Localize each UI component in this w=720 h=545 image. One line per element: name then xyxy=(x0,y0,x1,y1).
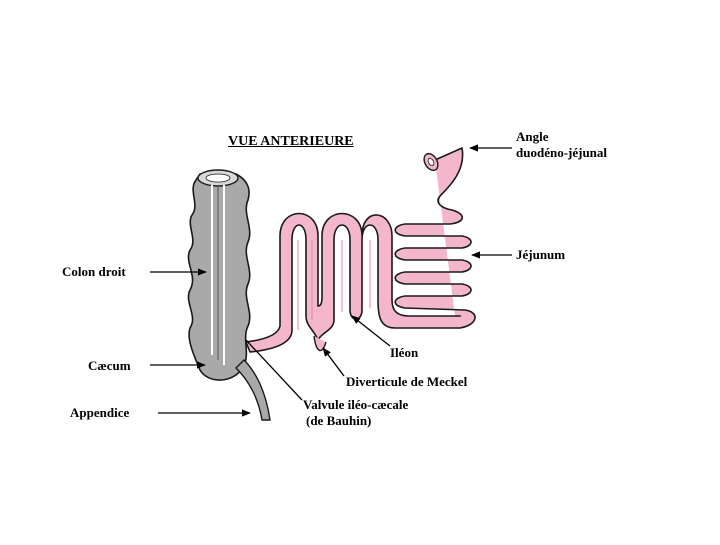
label-jejunum: Jéjunum xyxy=(516,247,566,262)
colon xyxy=(187,169,271,421)
label-ileon: Iléon xyxy=(390,345,419,360)
appendix xyxy=(235,359,271,421)
label-colon-droit: Colon droit xyxy=(62,264,126,279)
label-appendice: Appendice xyxy=(70,405,130,420)
leader-lines xyxy=(150,144,512,417)
diagram-title: VUE ANTERIEURE xyxy=(228,134,354,149)
meckel-diverticulum xyxy=(313,335,327,352)
label-valvule-line1: Valvule iléo-cæcale xyxy=(303,397,409,412)
label-angle-line1: Angle xyxy=(516,129,549,144)
label-diverticule: Diverticule de Meckel xyxy=(346,374,468,389)
arrow-diverticule xyxy=(322,347,345,377)
label-valvule-line2: (de Bauhin) xyxy=(306,413,372,428)
label-angle-line2: duodéno-jéjunal xyxy=(516,145,608,160)
label-caecum: Cæcum xyxy=(88,358,131,373)
arrow-ileon xyxy=(351,315,391,347)
small-intestine xyxy=(245,147,476,353)
intestine-outline xyxy=(245,147,476,353)
line-valvule xyxy=(245,339,303,401)
colon-outline xyxy=(187,173,251,381)
